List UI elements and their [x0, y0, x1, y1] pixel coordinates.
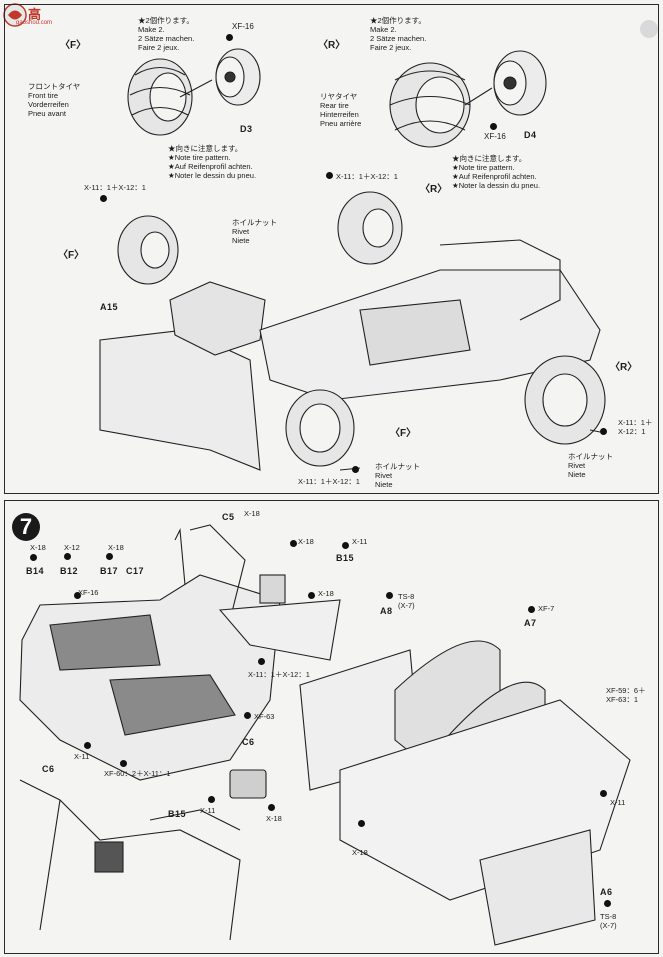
paint-x11-left: X-11: [74, 752, 90, 761]
paint-dot: [268, 804, 275, 811]
paint-x11-right: X-11：1＋X-12：1: [618, 418, 653, 436]
part-c6-label: C6: [242, 737, 255, 747]
subframe-drawing: [19, 779, 241, 941]
paint-ts8-a8: TS-8(X-7): [398, 592, 415, 610]
paint-x11-bot: X-11: [200, 806, 216, 815]
step-number-badge: 7: [12, 513, 40, 541]
front-tire-drawing: [127, 48, 261, 136]
paint-dot: [358, 820, 365, 827]
paint-dot: [64, 553, 71, 560]
paint-x11-bottom: X-11：1＋X-12：1: [298, 477, 360, 486]
paint-x11-x12: X-11：1＋X-12：1: [248, 670, 310, 679]
part-b17-label: B17: [100, 566, 119, 576]
paint-x18-c5: X-18: [244, 509, 260, 518]
part-d4-label: D4: [524, 130, 537, 140]
paint-x18-bot: X-18: [266, 814, 282, 823]
paint-x18-a: X-18: [30, 543, 46, 552]
front-label: 〈F〉: [60, 40, 87, 51]
corner-mark-icon: [640, 20, 658, 38]
paint-dot: [244, 712, 251, 719]
part-a8-label: A8: [380, 606, 393, 616]
make2-rear-note: ★2個作ります。Make 2. 2 Sätze machen.Faire 2 j…: [370, 16, 427, 52]
part-d3-label: D3: [240, 124, 253, 134]
rear-label: 〈R〉: [318, 40, 346, 51]
rear-label-right: 〈R〉: [610, 362, 638, 373]
paint-x18-b: X-18: [108, 543, 124, 552]
part-a6-label: A6: [600, 887, 613, 897]
paint-dot: [120, 760, 127, 767]
paint-xf59: XF-59：6＋XF-63：1: [606, 686, 646, 704]
paint-x11-top: X-11：1＋X-12：1: [336, 172, 398, 181]
part-c6-label-b: C6: [42, 764, 55, 774]
cockpit-tub-drawing: [19, 524, 341, 799]
paint-ts8-a6: TS-8(X-7): [600, 912, 617, 930]
paint-xf63: XF-63: [254, 712, 275, 721]
paint-xf60: XF-60：2＋X-11：1: [104, 769, 171, 778]
paint-dot: [208, 796, 215, 803]
watermark-icon: [3, 3, 27, 27]
paint-x18-right: X-18: [318, 589, 334, 598]
tire-pattern-note-front: ★向きに注意します。★Note tire pattern. ★Auf Reife…: [168, 144, 257, 180]
watermark-domain: gaoshou.com: [16, 20, 53, 26]
rear-tire-drawing: [389, 50, 547, 148]
watermark-logo: 高 gaoshou.com: [2, 2, 72, 30]
chassis-drawing: [99, 191, 606, 471]
paint-dot: [100, 195, 107, 202]
part-b12-label: B12: [60, 566, 79, 576]
paint-dot: [74, 592, 81, 599]
part-c17-label: C17: [126, 566, 145, 576]
tire-pattern-note-rear: ★向きに注意します。★Note tire pattern. ★Auf Reife…: [452, 154, 541, 190]
part-b15-label: B15: [336, 553, 355, 563]
front-label-left: 〈F〉: [58, 250, 85, 261]
paint-dot: [600, 790, 607, 797]
paint-dot: [308, 592, 315, 599]
xf16-label-front: XF-16: [232, 22, 254, 31]
paint-dot: [84, 742, 91, 749]
paint-x18-seat: X-18: [352, 848, 368, 857]
front-label-bottom: 〈F〉: [390, 428, 417, 439]
step6-panel: [4, 4, 659, 494]
paint-dot: [326, 172, 333, 179]
part-b14-label: B14: [26, 566, 45, 576]
paint-dot: [528, 606, 535, 613]
paint-dot: [106, 553, 113, 560]
paint-x11-left: X-11：1＋X-12：1: [84, 183, 146, 192]
part-b15-label-b: B15: [168, 809, 187, 819]
paint-x11-seat: X-11: [610, 798, 626, 807]
xf16-label-rear: XF-16: [484, 132, 506, 141]
step7-panel: [4, 500, 659, 954]
part-a7-label: A7: [524, 618, 537, 628]
paint-x11-b15: X-11: [352, 537, 368, 546]
part-a15-label: A15: [100, 302, 119, 312]
paint-dot: [30, 554, 37, 561]
paint-dot: [258, 658, 265, 665]
paint-dot: [352, 466, 359, 473]
paint-dot: [226, 34, 233, 41]
paint-dot: [290, 540, 297, 547]
watermark-text: 高: [28, 7, 42, 22]
paint-dot: [604, 900, 611, 907]
part-c5-label: C5: [222, 512, 235, 522]
paint-xf7: XF-7: [538, 604, 555, 613]
paint-x12: X-12: [64, 543, 80, 552]
paint-dot: [600, 428, 607, 435]
paint-dot: [386, 592, 393, 599]
paint-xf16: XF-16: [78, 588, 99, 597]
seats-drawing: [299, 640, 631, 946]
paint-dot: [342, 542, 349, 549]
paint-dot: [490, 123, 497, 130]
paint-x18-mid: X-18: [298, 537, 314, 546]
make2-front-note: ★2個作ります。Make 2. 2 Sätze machen.Faire 2 j…: [138, 16, 195, 52]
rear-label-top: 〈R〉: [420, 184, 448, 195]
